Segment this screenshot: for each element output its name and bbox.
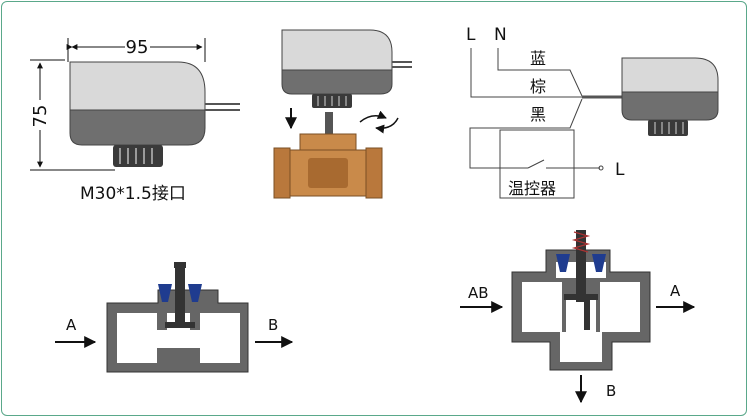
wiring-diagram: L N 蓝 棕 黑 L 温控器	[466, 25, 719, 199]
output-l-label: L	[615, 160, 625, 180]
actuator-dimension-drawing: 95 75 M30*1.5接口	[30, 37, 240, 204]
seal-icon	[556, 254, 570, 272]
two-way-inlet-label: A	[66, 316, 77, 334]
switch-icon	[527, 159, 545, 169]
wire-blue-label: 蓝	[530, 49, 546, 68]
thermostat-label: 温控器	[508, 179, 556, 198]
three-way-outlet-a-label: A	[670, 282, 681, 300]
three-way-outlet-b-label: B	[606, 382, 616, 400]
three-way-valve-section: AB A B	[460, 230, 696, 404]
wire-black-label: 黑	[530, 105, 546, 124]
wire-brown-label: 棕	[530, 77, 546, 96]
seal-icon	[158, 284, 172, 302]
terminal-l-label: L	[466, 25, 476, 45]
two-way-valve-section: A B	[55, 262, 294, 373]
thread-spec-label: M30*1.5接口	[80, 184, 186, 204]
two-way-outlet-label: B	[268, 316, 278, 334]
thermostat-box	[499, 129, 575, 199]
three-way-inlet-label: AB	[468, 284, 489, 302]
knob-icon	[113, 145, 163, 167]
width-dimension-label: 95	[126, 37, 149, 58]
rotate-arrow-icon	[359, 110, 387, 123]
actuator-mounting-illustration	[273, 29, 412, 199]
terminal-n-label: N	[494, 25, 507, 45]
height-dimension-label: 75	[30, 105, 51, 128]
